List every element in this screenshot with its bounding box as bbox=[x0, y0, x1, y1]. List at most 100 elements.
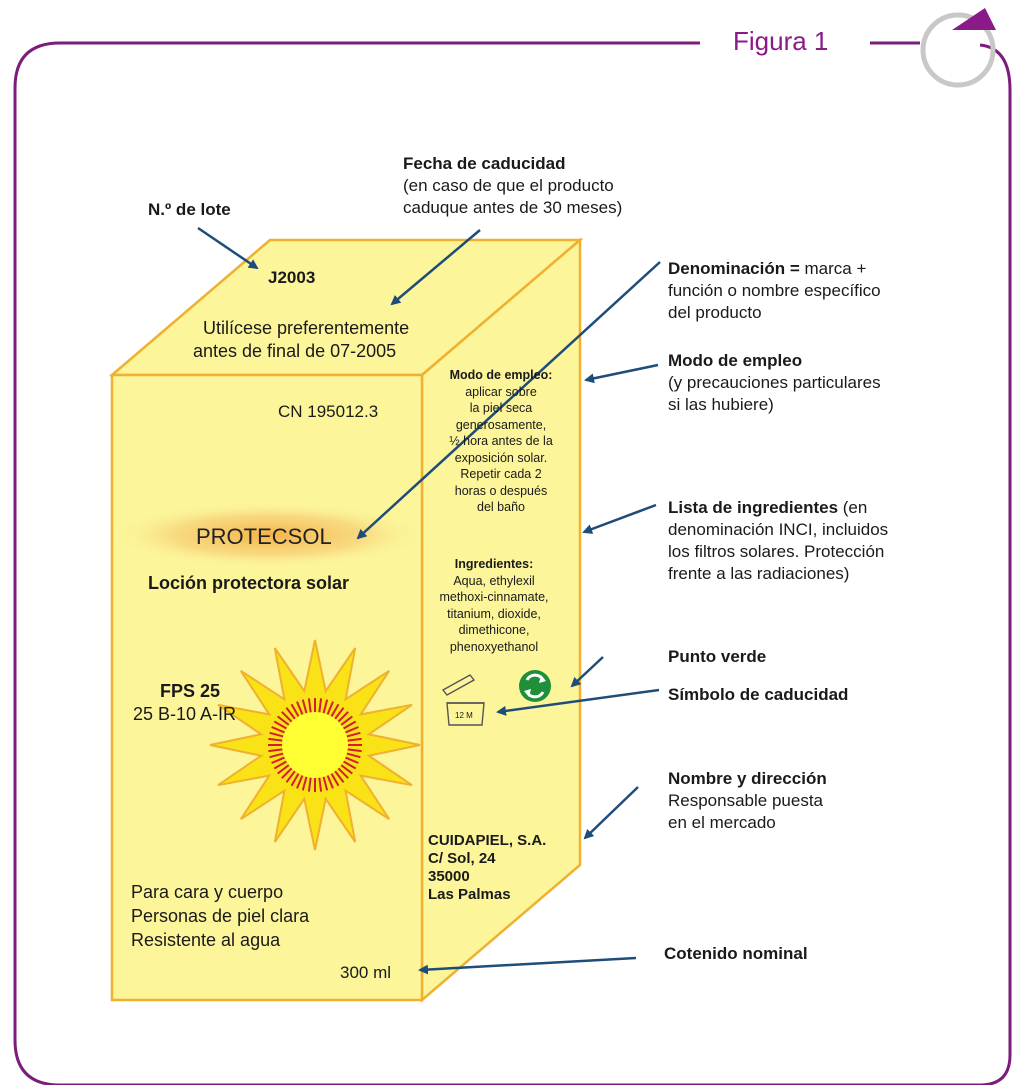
sun-inner-ray bbox=[281, 711, 294, 724]
ingredients-block: Ingredientes: Aqua, ethylexil methoxi-ci… bbox=[419, 556, 569, 655]
company-city: Las Palmas bbox=[428, 886, 511, 903]
annotation-denominacion-line: del producto bbox=[668, 303, 762, 322]
sun-inner-ray bbox=[269, 731, 285, 738]
sun-inner-ray bbox=[296, 701, 304, 716]
arrow-fecha bbox=[390, 229, 481, 306]
annotation-contenido: Cotenido nominal bbox=[664, 944, 808, 963]
annotation-modo: Modo de empleo (y precauciones particula… bbox=[668, 350, 881, 416]
annotation-lista: Lista de ingredientes (en denominación I… bbox=[668, 497, 888, 585]
sun-inner-ray bbox=[285, 707, 297, 721]
arrow-modo bbox=[584, 363, 659, 384]
sun-inner-ray bbox=[277, 763, 291, 775]
annotation-modo-title: Modo de empleo bbox=[668, 351, 803, 370]
usage-line: del baño bbox=[477, 500, 525, 514]
use-line-2: Personas de piel clara bbox=[131, 906, 310, 926]
pao-label: 12 M bbox=[455, 711, 473, 720]
company-name: CUIDAPIEL, S.A. bbox=[428, 832, 547, 849]
punto-verde-icon bbox=[519, 670, 551, 702]
sun-icon bbox=[209, 639, 421, 851]
sun-inner-ray bbox=[333, 769, 345, 783]
sun-inner-ray bbox=[322, 775, 329, 791]
annotation-simbolo: Símbolo de caducidad bbox=[668, 685, 849, 704]
usage-line: generosamente, bbox=[455, 417, 547, 432]
annotation-fecha: Fecha de caducidad (en caso de que el pr… bbox=[403, 153, 622, 219]
sun-inner-ray bbox=[339, 715, 353, 727]
usage-block: Modo de empleo: aplicar sobre la piel se… bbox=[427, 367, 575, 516]
usage-line: la piel seca bbox=[469, 401, 533, 415]
sun-inner-ray bbox=[285, 769, 297, 783]
sun-inner-ray bbox=[307, 698, 312, 714]
brand-glow bbox=[110, 502, 426, 568]
usage-line: ½ hora antes de la bbox=[449, 434, 553, 448]
arrow-nombre bbox=[583, 786, 639, 840]
annotation-denominacion-line: función o nombre específico bbox=[668, 281, 881, 300]
ingredients-heading: Ingredientes: bbox=[454, 557, 534, 571]
volume: 300 ml bbox=[340, 963, 392, 982]
sun-inner-ray bbox=[271, 726, 286, 734]
spf-title: FPS 25 bbox=[160, 681, 221, 701]
usage-line: horas o después bbox=[454, 483, 548, 498]
usage-line: aplicar sobre bbox=[465, 384, 537, 399]
usage-heading: Modo de empleo: bbox=[449, 368, 553, 382]
sun-inner-ray bbox=[301, 699, 308, 715]
pao-jar-icon bbox=[441, 674, 485, 726]
ingredient-line: phenoxyethanol bbox=[449, 639, 539, 654]
annotation-lista-rest: (en bbox=[838, 498, 868, 517]
use-line-1: Para cara y cuerpo bbox=[131, 882, 284, 902]
sun-inner-ray bbox=[344, 726, 359, 734]
arrow-contenido bbox=[418, 956, 637, 975]
sun-inner-ray bbox=[296, 774, 304, 789]
sun-inner-ray bbox=[333, 707, 345, 721]
spf-detail: 25 B-10 A-IR bbox=[133, 704, 237, 724]
annotation-modo-line: si las hubiere) bbox=[668, 395, 774, 414]
best-before-line-1: Utilícese preferentemente bbox=[203, 318, 410, 338]
sun-inner-ray bbox=[268, 748, 284, 753]
annotation-lote: N.º de lote bbox=[148, 200, 231, 219]
arrow-punto bbox=[570, 656, 604, 688]
sun-inner-ray bbox=[290, 772, 300, 787]
sun-inner-ray bbox=[339, 763, 353, 775]
sun-inner-ray bbox=[271, 756, 286, 764]
sun-inner-ray bbox=[344, 756, 359, 764]
corner-arrow-icon bbox=[952, 8, 996, 30]
arrow-lote bbox=[197, 226, 259, 270]
annotation-lista-line: denominación INCI, incluidos bbox=[668, 520, 889, 539]
product-type: Loción protectora solar bbox=[148, 573, 350, 593]
sun-inner-ray bbox=[326, 774, 334, 789]
sun-inner-ray bbox=[281, 766, 294, 779]
company-block: CUIDAPIEL, S.A. C/ Sol, 24 35000 Las Pal… bbox=[428, 832, 546, 904]
annotation-fecha-title: Fecha de caducidad bbox=[403, 154, 566, 173]
sun-inner-ray bbox=[326, 701, 334, 716]
arrow-simbolo bbox=[496, 688, 660, 716]
usage-line: Repetir cada 2 bbox=[460, 467, 542, 481]
annotation-fecha-line: caduque antes de 30 meses) bbox=[403, 198, 623, 217]
sun-inner-ray bbox=[273, 760, 288, 770]
usage-line: exposición solar. bbox=[454, 450, 548, 465]
company-street: C/ Sol, 24 bbox=[428, 850, 496, 867]
annotation-modo-line: (y precauciones particulares bbox=[668, 373, 881, 392]
lot-number: J2003 bbox=[268, 268, 316, 287]
brand-name: PROTECSOL bbox=[196, 524, 332, 549]
sun-inner-ray bbox=[336, 711, 349, 724]
annotation-denominacion: Denominación = marca + función o nombre … bbox=[668, 258, 881, 324]
cn-code: CN 195012.3 bbox=[278, 402, 379, 421]
annotation-lista-line: los filtros solares. Protección bbox=[668, 542, 885, 561]
sun-inner-ray bbox=[342, 720, 357, 730]
sun-inner-ray bbox=[277, 715, 291, 727]
annotation-nombre-title: Nombre y dirección bbox=[668, 769, 827, 788]
sun-inner-ray bbox=[330, 772, 340, 787]
annotation-lista-title: Lista de ingredientes bbox=[668, 498, 839, 517]
sun-inner-ray bbox=[345, 731, 361, 738]
sun-inner-ray bbox=[268, 737, 284, 742]
sun-inner-ray bbox=[342, 760, 357, 770]
sun-inner-ray bbox=[345, 752, 361, 759]
figure-title: Figura 1 bbox=[733, 26, 829, 56]
annotation-lista-line: frente a las radiaciones) bbox=[668, 564, 850, 583]
arrow-lista bbox=[582, 503, 657, 534]
annotation-nombre-line: en el mercado bbox=[668, 813, 776, 832]
annotation-nombre-line: Responsable puesta bbox=[668, 791, 824, 810]
ingredient-line: Aqua, ethylexil bbox=[453, 573, 535, 588]
best-before-line-2: antes de final de 07-2005 bbox=[193, 341, 397, 361]
ingredient-line: methoxi-cinnamate, bbox=[439, 590, 549, 604]
